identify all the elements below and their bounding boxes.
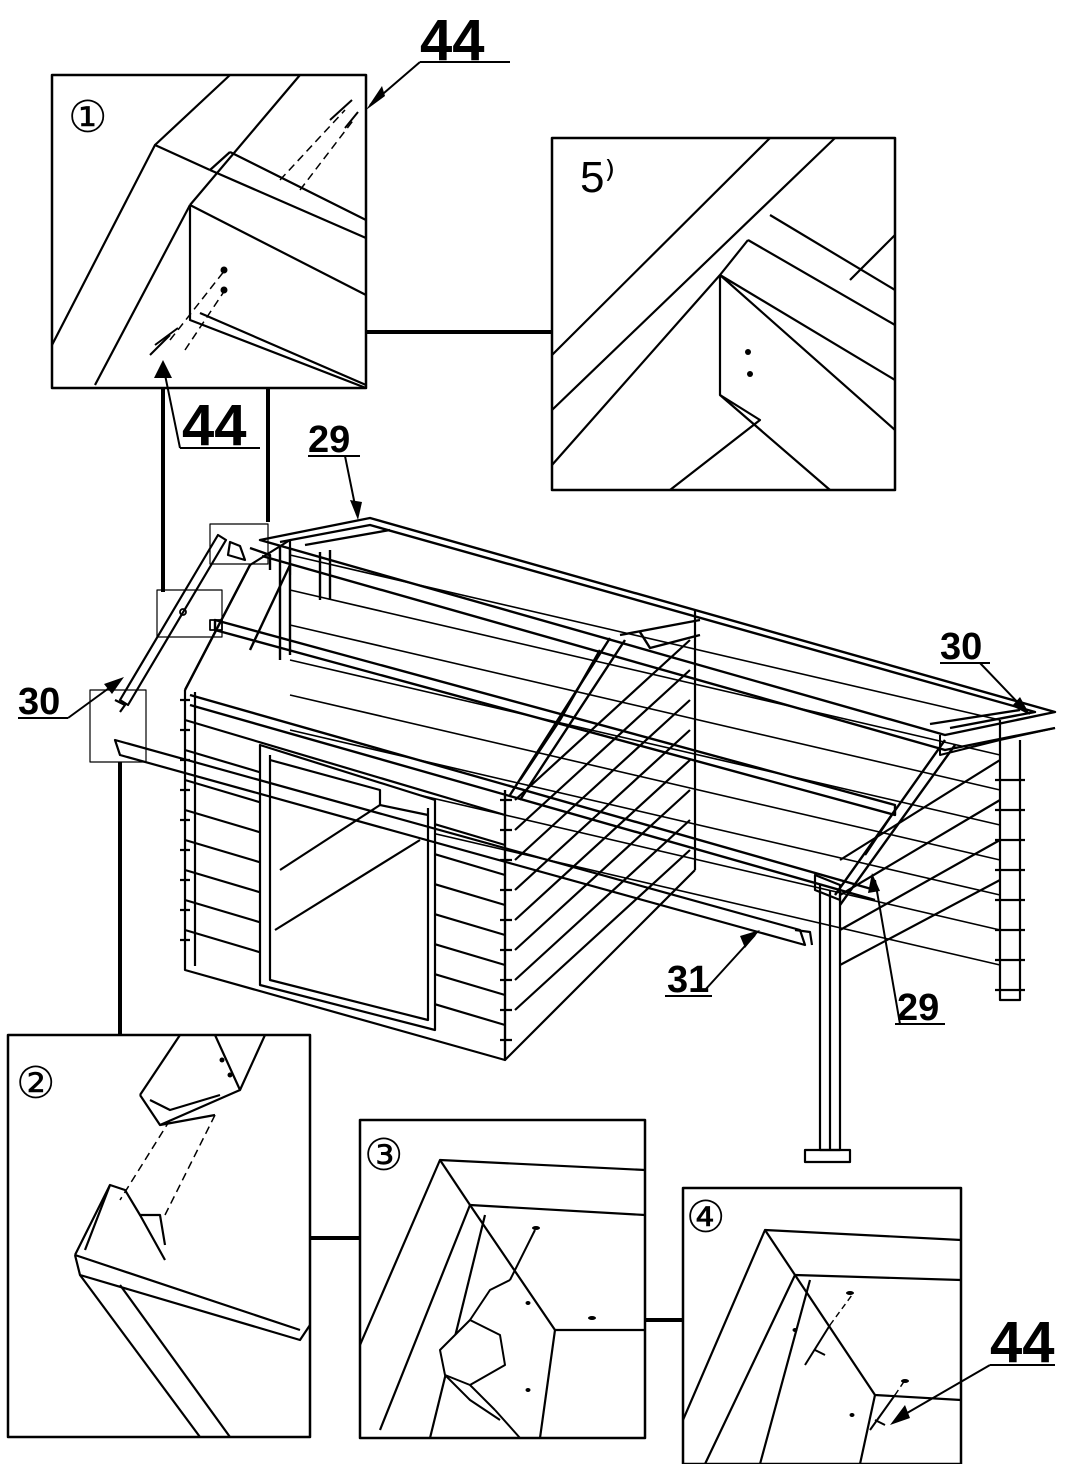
inset-step-1 xyxy=(50,73,368,390)
inset-step-5 xyxy=(550,136,897,492)
step-label-4: ④ xyxy=(686,1193,725,1242)
callout-connectors xyxy=(118,330,683,1322)
eave-detail xyxy=(939,727,1056,756)
arrow-heads xyxy=(104,86,1030,1425)
part-label-44-top: 44 xyxy=(420,8,485,73)
part-label-44-inset1: 44 xyxy=(182,393,247,458)
inset-step-4 xyxy=(681,1186,963,1466)
part-label-30-left: 30 xyxy=(18,681,60,723)
step-label-2: ② xyxy=(16,1059,55,1108)
inset-step-2 xyxy=(6,1033,312,1439)
screw-icon xyxy=(804,1324,896,1431)
shed-main-view xyxy=(89,516,1057,1164)
inset-step-3 xyxy=(358,1118,647,1440)
part-label-44-inset4: 44 xyxy=(990,1310,1055,1375)
step-label-3: ③ xyxy=(364,1131,403,1180)
right-side-wall xyxy=(503,610,1025,1062)
step-label-5: 5⁾ xyxy=(580,153,615,202)
part-label-29-top: 29 xyxy=(308,419,350,461)
screw-icon xyxy=(149,99,359,356)
rafter-29-left xyxy=(114,533,247,713)
step-label-1: ① xyxy=(68,93,107,142)
part-label-29-right: 29 xyxy=(897,987,939,1029)
part-label-30-right: 30 xyxy=(940,626,982,668)
part-label-31: 31 xyxy=(667,959,709,1001)
front-post xyxy=(803,873,852,1164)
drill-icon xyxy=(439,1229,536,1439)
beam-31 xyxy=(113,738,814,947)
